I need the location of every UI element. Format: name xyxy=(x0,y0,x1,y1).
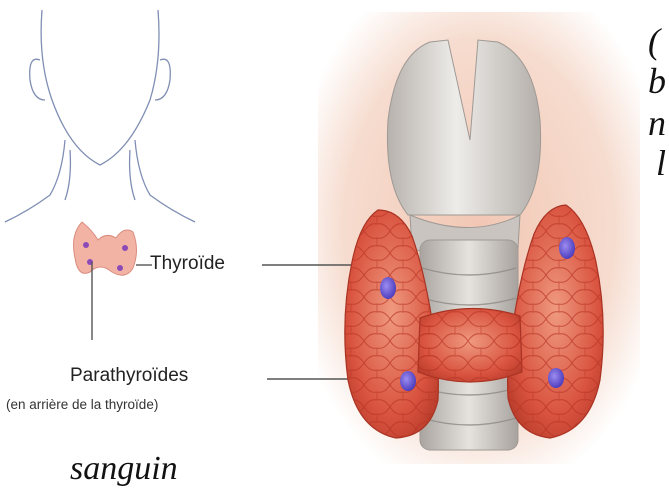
parathyroid-upper-right xyxy=(559,237,575,259)
parathyroid-upper-left xyxy=(380,277,396,299)
text-fragment-bottom: sanguin xyxy=(70,450,178,488)
parathyroid-lower-right xyxy=(548,368,564,388)
label-parathyroid-note: (en arrière de la thyroïde) xyxy=(6,397,158,412)
label-thyroid: Thyroïde xyxy=(150,253,225,275)
text-fragment-right-2: n xyxy=(648,102,666,144)
text-fragment-right-0: ( xyxy=(648,20,660,62)
label-parathyroid: Parathyroïdes xyxy=(70,365,188,387)
small-thyroid xyxy=(74,222,137,275)
text-fragment-right-3: l xyxy=(656,142,666,184)
parathyroid-lower-left xyxy=(400,371,416,391)
text-fragment-right-1: b xyxy=(648,60,666,102)
neck-outline xyxy=(5,10,195,222)
